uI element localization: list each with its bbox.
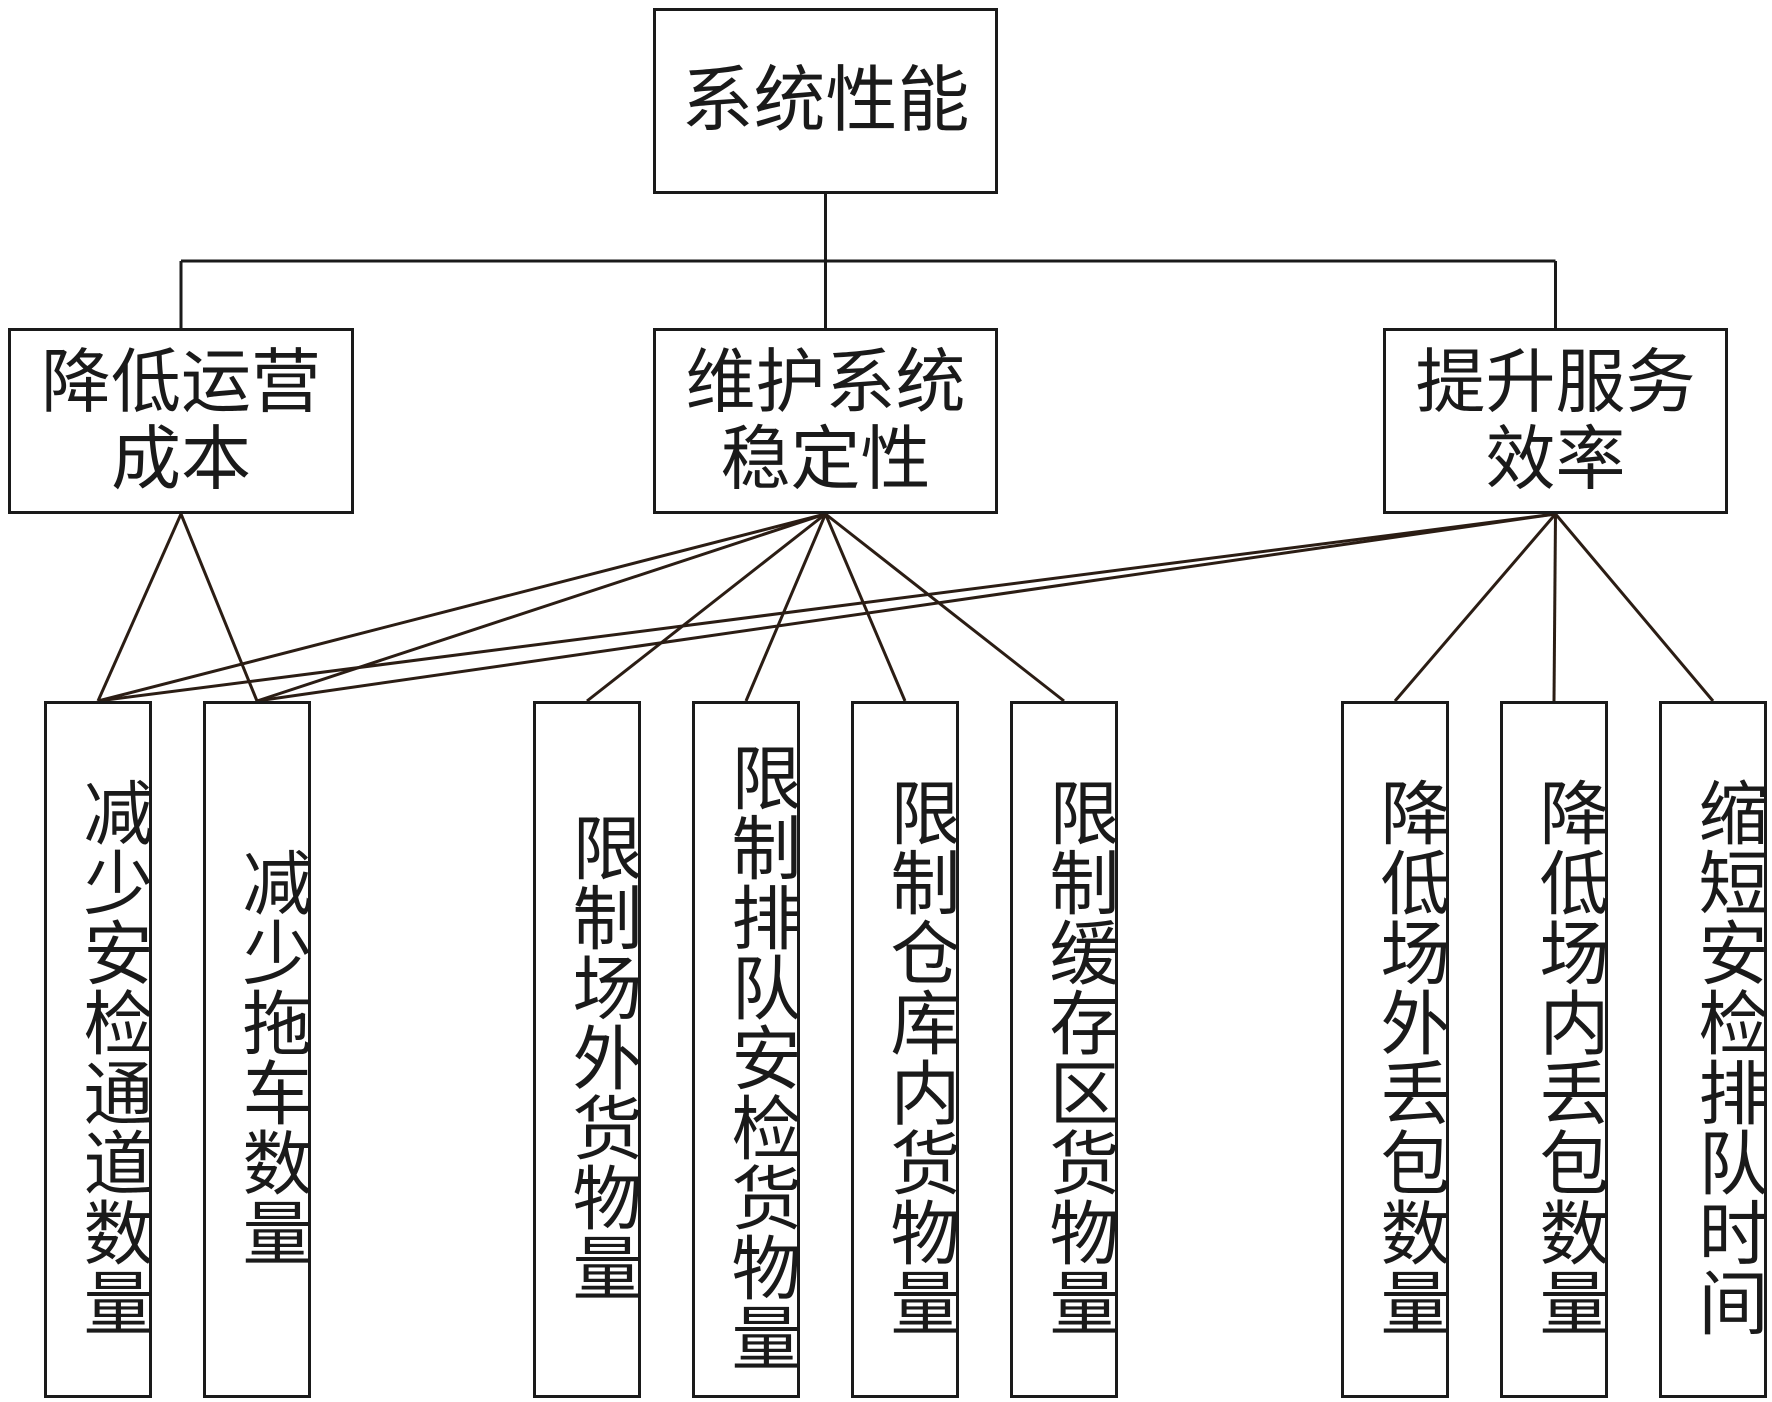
leaf-node: 限制仓库内货物量 [851,701,961,1398]
leaf-node: 限制缓存区货物量 [1010,701,1120,1398]
link-line [586,512,827,703]
leaf-node-label: 限制缓存区货物量 [1038,776,1120,1337]
leaf-node: 降低场内丢包数量 [1500,701,1610,1398]
leaf-node: 限制排队安检货物量 [692,701,802,1398]
link-line [1393,513,1557,702]
root-node: 系统性能 [653,8,998,194]
leaf-node-label: 限制仓库内货物量 [879,776,961,1337]
leaf-node: 缩短安检排队时间 [1659,701,1769,1398]
mid-node-efficiency: 提升服务效率 [1383,328,1728,514]
mid-node-label: 维护系统稳定性 [685,341,966,500]
mid-node-stability: 维护系统稳定性 [653,328,998,514]
mid-node-label: 提升服务效率 [1415,341,1696,500]
leaf-node: 降低场外丢包数量 [1341,701,1451,1398]
link-line [97,512,826,703]
mid-node-cost: 降低运营成本 [8,328,354,514]
link-line [744,513,827,702]
leaf-node-label: 限制排队安检货物量 [720,741,802,1372]
leaf-node-label: 缩短安检排队时间 [1687,776,1769,1337]
leaf-node: 减少拖车数量 [203,701,313,1398]
link-line [256,512,1556,703]
root-node-label: 系统性能 [681,58,970,143]
leaf-node-label: 降低场内丢包数量 [1528,776,1610,1337]
link-line [1552,513,1557,702]
leaf-node-label: 减少拖车数量 [231,846,313,1267]
leaf-node-label: 减少安检通道数量 [72,776,154,1337]
link-line [1554,513,1715,702]
leaf-node: 限制场外货物量 [533,701,643,1398]
link-line [96,513,183,702]
link-line [179,513,259,702]
mid-node-label: 降低运营成本 [41,341,321,500]
link-line [824,513,907,702]
leaf-node-label: 限制场外货物量 [561,811,643,1302]
link-line [97,512,1556,703]
link-line [256,512,826,703]
leaf-node: 减少安检通道数量 [44,701,154,1398]
link-line [824,512,1065,703]
leaf-node-label: 降低场外丢包数量 [1369,776,1451,1337]
